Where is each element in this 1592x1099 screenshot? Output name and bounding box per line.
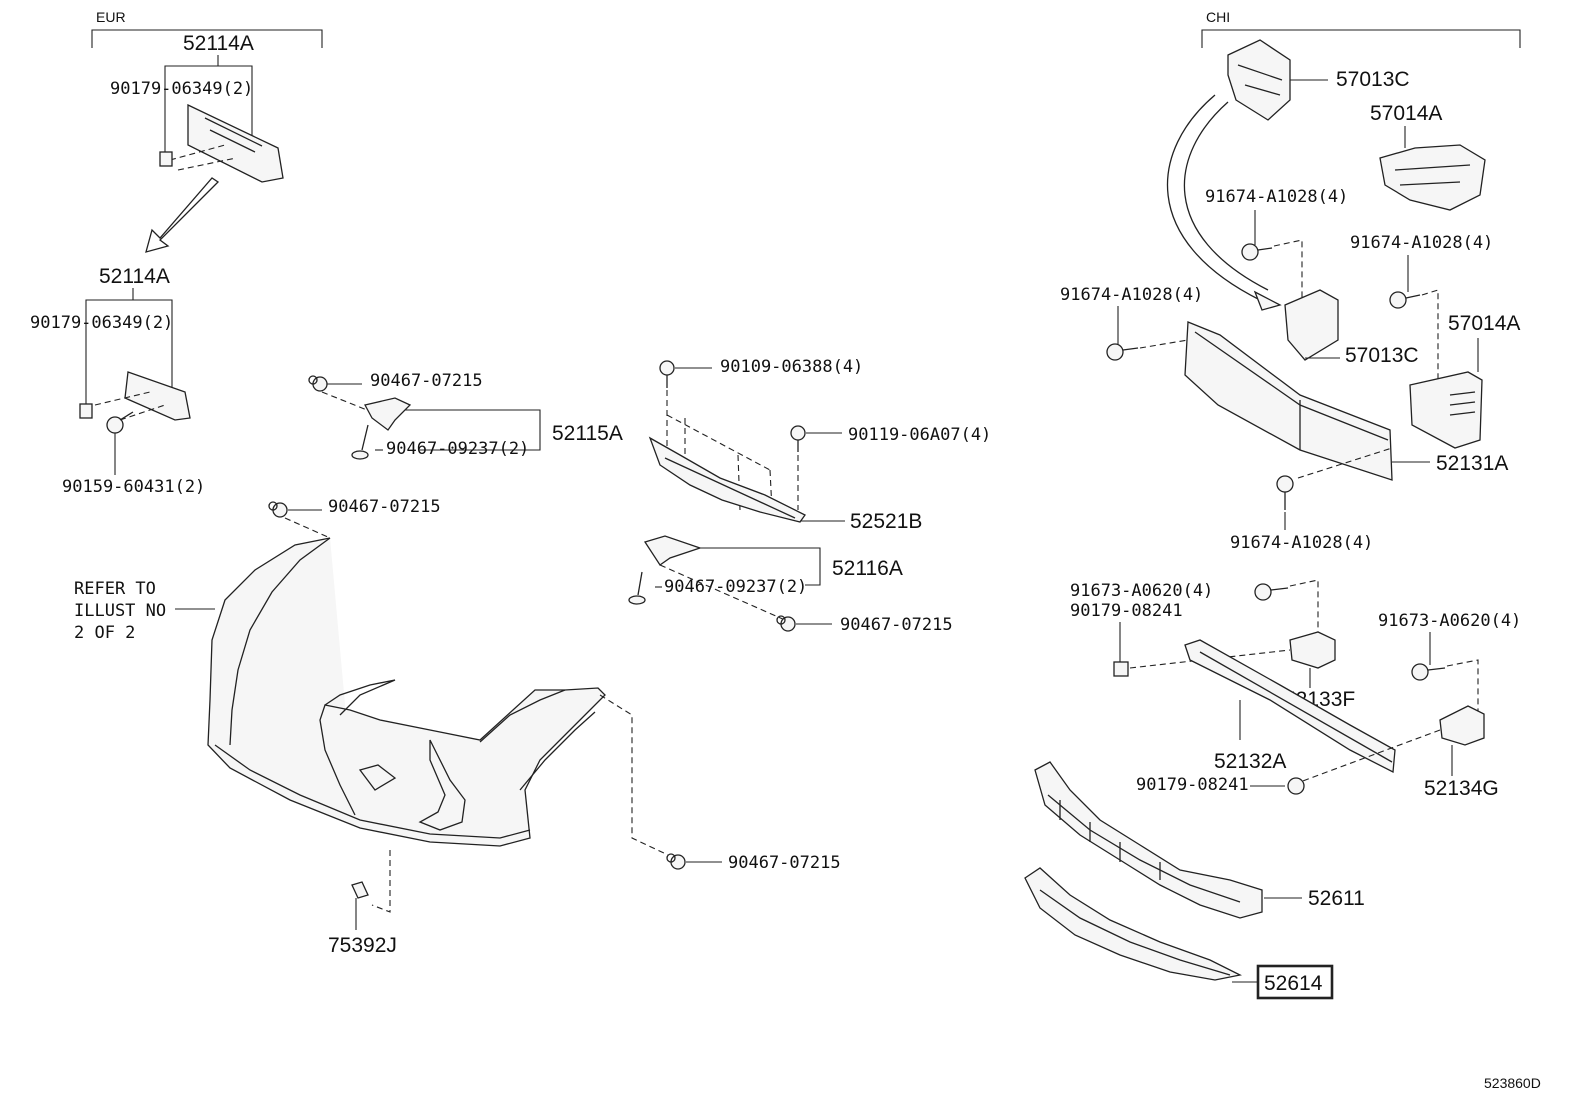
absorber-bracket-52133f[interactable]	[1289, 631, 1336, 669]
label-57014a-mid[interactable]: 57014A	[1448, 312, 1520, 335]
rivet-icon[interactable]	[351, 424, 369, 460]
eur-group: EUR 52114A 90179-06349(2) 52114A 90179-0…	[30, 9, 323, 497]
label-90467-07215-a[interactable]: 90467-07215	[370, 371, 483, 391]
label-57013c-mid[interactable]: 57013C	[1345, 344, 1419, 367]
clip-icon[interactable]	[776, 615, 796, 632]
label-52132a[interactable]: 52132A	[1214, 750, 1286, 773]
label-90179-08241-b[interactable]: 90179-08241	[1136, 775, 1249, 795]
clip-icon[interactable]	[268, 501, 288, 518]
label-91674-a1028-c[interactable]: 91674-A1028(4)	[1060, 285, 1203, 305]
label-90467-07215-c[interactable]: 90467-07215	[328, 497, 441, 517]
label-57013c-top[interactable]: 57013C	[1336, 68, 1410, 91]
front-bumper-cover[interactable]	[207, 537, 606, 847]
clip-nut-icon[interactable]	[79, 403, 93, 419]
clip-icon[interactable]	[666, 853, 686, 870]
lower-absorber-52611[interactable]	[1034, 761, 1263, 919]
label-90467-07215-b[interactable]: 90467-07215	[840, 615, 953, 635]
bumper-reinforcement-52131a[interactable]	[1184, 321, 1393, 481]
support-52521b-part[interactable]	[648, 436, 806, 523]
bracket-57013c-lower[interactable]	[1284, 289, 1339, 361]
label-52116a[interactable]: 52116A	[832, 557, 903, 580]
bracket-57013c-upper[interactable]	[1227, 39, 1291, 121]
bracket-57014a-upper[interactable]	[1379, 144, 1486, 211]
clip-nut-icon[interactable]	[159, 151, 173, 167]
bolt-icon[interactable]	[1254, 583, 1289, 601]
absorber-bracket-52134g[interactable]	[1439, 705, 1485, 746]
label-90467-07215-d[interactable]: 90467-07215	[728, 853, 841, 873]
label-90109-06388[interactable]: 90109-06388(4)	[720, 357, 863, 377]
label-75392j[interactable]: 75392J	[328, 934, 397, 957]
label-90179-06349-top[interactable]: 90179-06349(2)	[110, 79, 253, 99]
curved-arrow-icon	[1166, 94, 1282, 311]
diagram-id: 523860D	[1484, 1075, 1541, 1091]
chi-group-label: CHI	[1206, 9, 1230, 25]
label-52614[interactable]: 52614	[1264, 972, 1323, 995]
bracket-52115a-part[interactable]	[364, 397, 412, 431]
eur-group-label: EUR	[96, 9, 126, 25]
bolt-icon[interactable]	[1106, 343, 1139, 361]
lower-spoiler-52614[interactable]	[1024, 867, 1242, 981]
clip-nut-icon[interactable]	[1113, 661, 1129, 677]
label-90179-06349-mid[interactable]: 90179-06349(2)	[30, 313, 173, 333]
chi-group: CHI 57013C 57014A 91674-A1028(4) 91674-A…	[1024, 9, 1521, 1000]
label-90119-06a07[interactable]: 90119-06A07(4)	[848, 425, 991, 445]
label-91674-a1028-b[interactable]: 91674-A1028(4)	[1350, 233, 1493, 253]
refer-note-line-2: ILLUST NO	[74, 601, 166, 621]
label-52521b[interactable]: 52521B	[850, 510, 922, 533]
highlight-box-52614	[1256, 964, 1334, 1000]
label-91673-a0620-b[interactable]: 91673-A0620(4)	[1378, 611, 1521, 631]
bracket-52116a-part[interactable]	[643, 535, 703, 566]
clip-icon[interactable]	[308, 375, 328, 392]
bolt-icon[interactable]	[659, 360, 675, 388]
label-91674-a1028-d[interactable]: 91674-A1028(4)	[1230, 533, 1373, 553]
refer-note-line-1: REFER TO	[74, 579, 156, 599]
bolt-icon[interactable]	[790, 425, 806, 452]
label-52611[interactable]: 52611	[1308, 887, 1365, 910]
label-91674-a1028-a[interactable]: 91674-A1028(4)	[1205, 187, 1348, 207]
rivet-icon[interactable]	[628, 571, 646, 605]
license-plate-bracket-eur-lower[interactable]	[94, 371, 191, 421]
arrow-icon	[145, 177, 220, 253]
label-52114a-top[interactable]: 52114A	[183, 32, 254, 55]
label-90467-09237-b[interactable]: 90467-09237(2)	[664, 577, 807, 597]
energy-absorber-52132a[interactable]	[1184, 639, 1396, 774]
label-91673-a0620-a[interactable]: 91673-A0620(4)	[1070, 581, 1213, 601]
bracket-52116a-group: 52116A 90467-09237(2) 90467-07215	[628, 535, 953, 635]
label-52115a[interactable]: 52115A	[552, 422, 623, 445]
bracket-52115a-group: 90467-07215 52115A 90467-09237(2)	[308, 371, 623, 460]
label-90467-09237-a[interactable]: 90467-09237(2)	[386, 439, 529, 459]
bolt-icon[interactable]	[1411, 663, 1446, 681]
refer-note-line-3: 2 OF 2	[74, 623, 135, 643]
bumper-cover-group: 90467-07215 REFER TO ILLUST NO 2 OF 2 90…	[74, 497, 841, 957]
bolt-icon[interactable]	[1241, 243, 1273, 261]
bolt-icon[interactable]	[1276, 475, 1294, 510]
label-57014a-top[interactable]: 57014A	[1370, 102, 1442, 125]
bolt-icon[interactable]	[1389, 291, 1421, 309]
nut-icon[interactable]	[1287, 777, 1305, 795]
clip-75392j-part[interactable]	[351, 881, 369, 899]
label-52134g[interactable]: 52134G	[1424, 777, 1499, 800]
label-52131a[interactable]: 52131A	[1436, 452, 1508, 475]
bolt-icon[interactable]	[106, 411, 134, 434]
label-90179-08241-a[interactable]: 90179-08241	[1070, 601, 1183, 621]
label-90159-60431[interactable]: 90159-60431(2)	[62, 477, 205, 497]
license-plate-bracket-eur-upper[interactable]	[169, 103, 284, 183]
support-52521b-group: 90109-06388(4) 90119-06A07(4) 52521B	[648, 357, 991, 533]
bracket-57014a-lower[interactable]	[1409, 371, 1483, 449]
label-52114a-mid[interactable]: 52114A	[99, 265, 170, 288]
